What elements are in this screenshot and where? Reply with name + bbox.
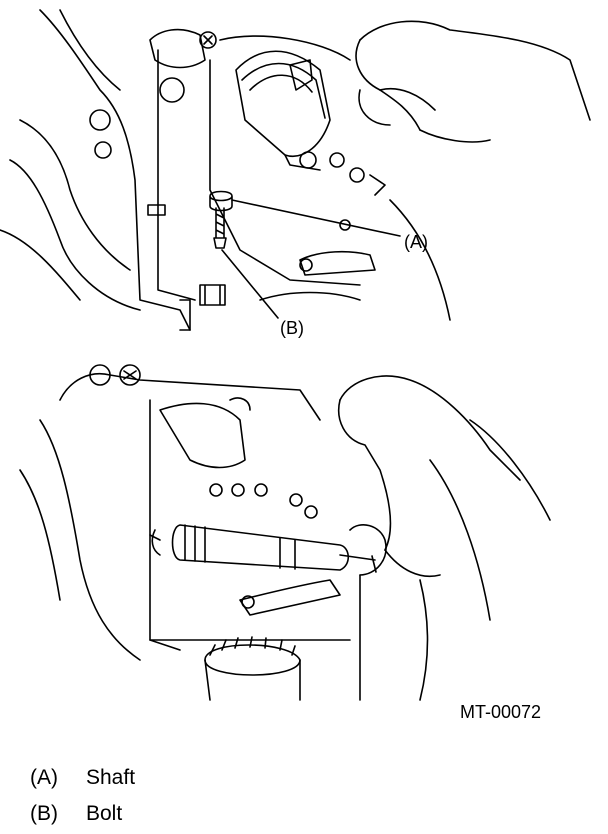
legend-text: Shaft — [86, 766, 136, 789]
upper-view — [0, 9, 591, 331]
legend-key: (B) — [30, 802, 58, 825]
bolt-b — [213, 207, 227, 249]
shaft-removed — [171, 524, 350, 571]
callout-a: (A) — [404, 232, 428, 252]
legend-item: (A) Shaft — [30, 760, 135, 796]
figure-code: MT-00072 — [460, 702, 541, 722]
callout-b: (B) — [280, 318, 304, 338]
legend: (A) Shaft (B) Bolt — [30, 760, 135, 832]
legend-item: (B) Bolt — [30, 796, 135, 832]
legend-text: Bolt — [86, 802, 123, 825]
legend-key: (A) — [30, 766, 58, 789]
lower-view — [19, 364, 551, 701]
procedure-illustration: (A) (B) MT-00072 — [0, 9, 591, 722]
shaft-a — [209, 190, 233, 212]
